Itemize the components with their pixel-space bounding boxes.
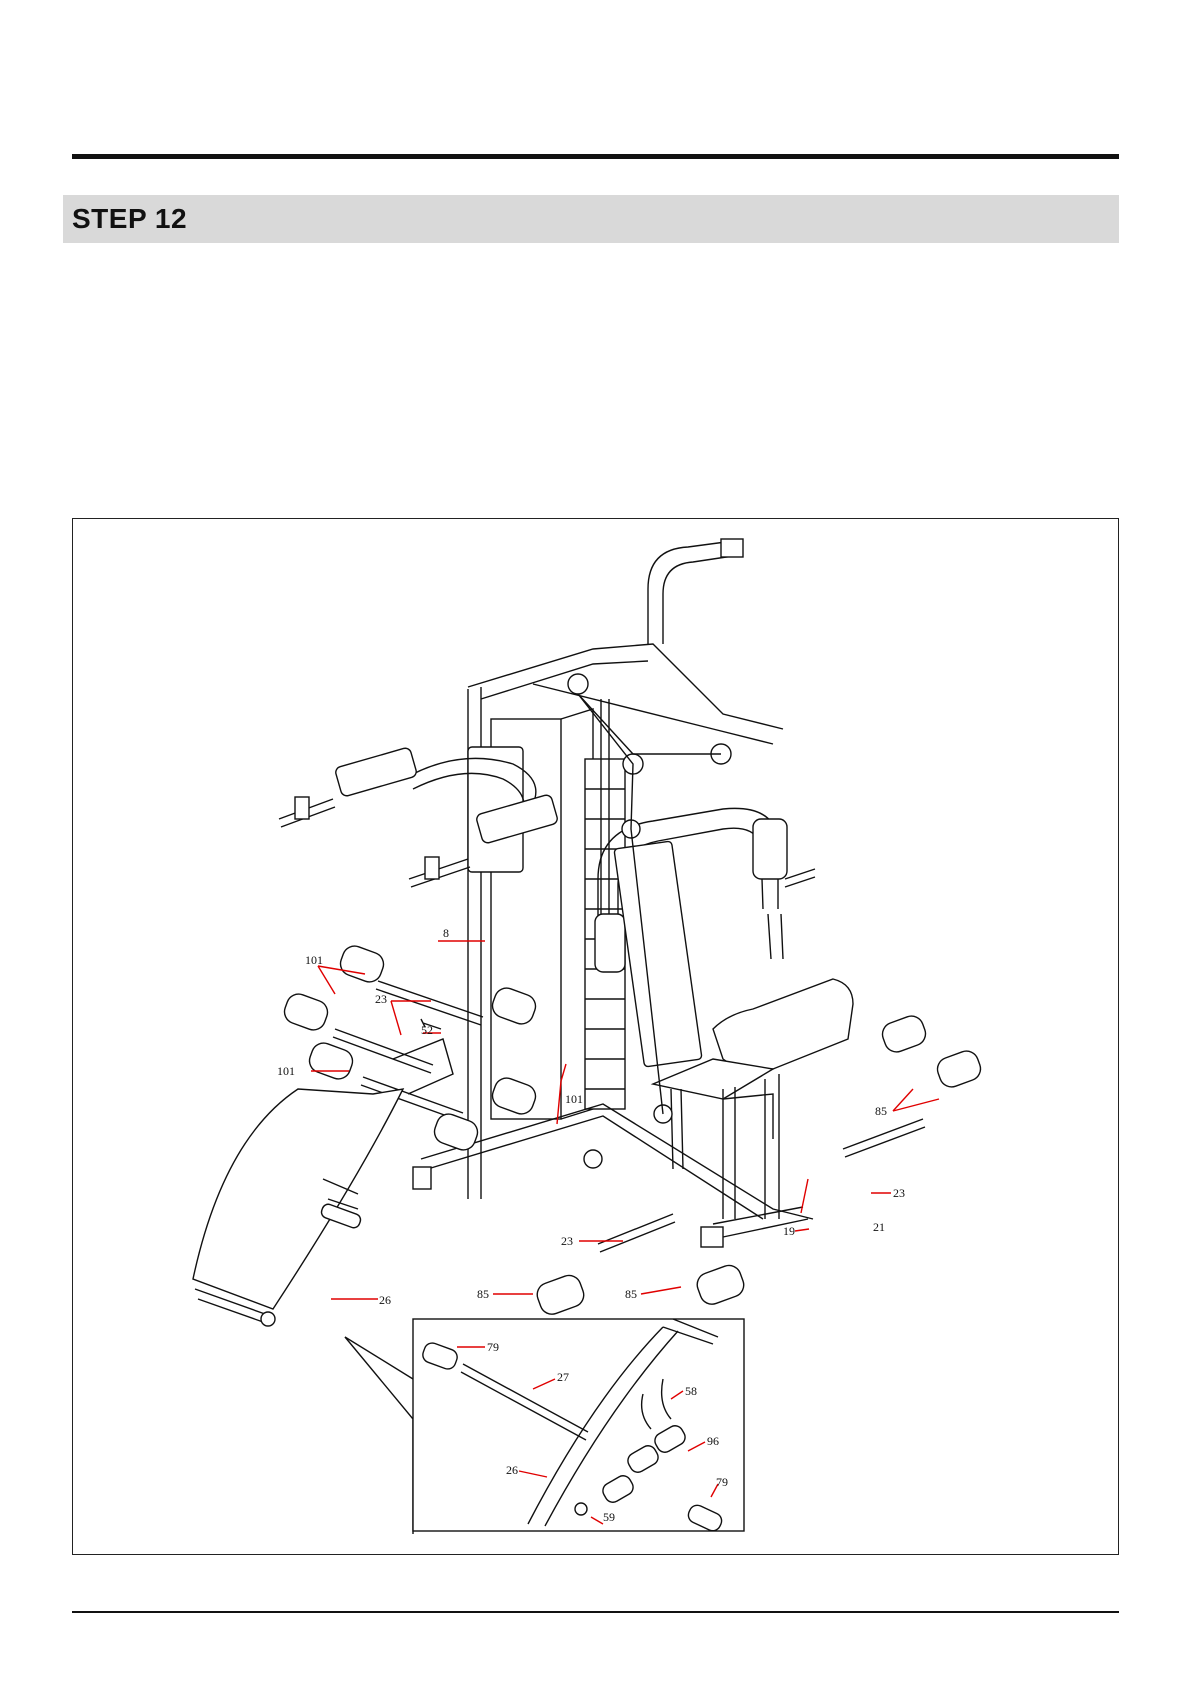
step-title: STEP 12 — [72, 203, 187, 235]
callout-85-right: 85 — [875, 1104, 887, 1118]
callout-23-upper: 23 — [375, 992, 387, 1006]
callout-19: 19 — [783, 1224, 795, 1238]
callout-27: 27 — [557, 1370, 569, 1384]
bottom-rule — [72, 1611, 1119, 1613]
callout-59: 59 — [603, 1510, 615, 1524]
top-rule — [72, 154, 1119, 159]
callout-58: 58 — [685, 1384, 697, 1398]
callout-21: 21 — [873, 1220, 885, 1234]
callout-23-right: 23 — [893, 1186, 905, 1200]
callout-79-lower: 79 — [716, 1475, 728, 1489]
callout-101-upper: 101 — [305, 953, 323, 967]
callout-26: 26 — [379, 1293, 391, 1307]
callout-101-lower: 101 — [277, 1064, 295, 1078]
inset-detail — [345, 1319, 744, 1534]
callout-85-center: 85 — [625, 1287, 637, 1301]
callout-85-left: 85 — [477, 1287, 489, 1301]
callout-23-bottom: 23 — [561, 1234, 573, 1248]
callout-52: 52 — [421, 1023, 433, 1037]
callout-26-inset: 26 — [506, 1463, 518, 1477]
assembly-drawing: 101 8 23 52 101 101 26 85 23 19 21 23 85… — [73, 519, 1120, 1556]
loose-parts-left — [193, 943, 539, 1326]
step-header: STEP 12 — [63, 195, 1119, 243]
assembly-diagram: 101 8 23 52 101 101 26 85 23 19 21 23 85… — [72, 518, 1119, 1555]
callout-101-stack: 101 — [565, 1092, 583, 1106]
callout-79-upper: 79 — [487, 1340, 499, 1354]
callout-8: 8 — [443, 926, 449, 940]
callout-96: 96 — [707, 1434, 719, 1448]
